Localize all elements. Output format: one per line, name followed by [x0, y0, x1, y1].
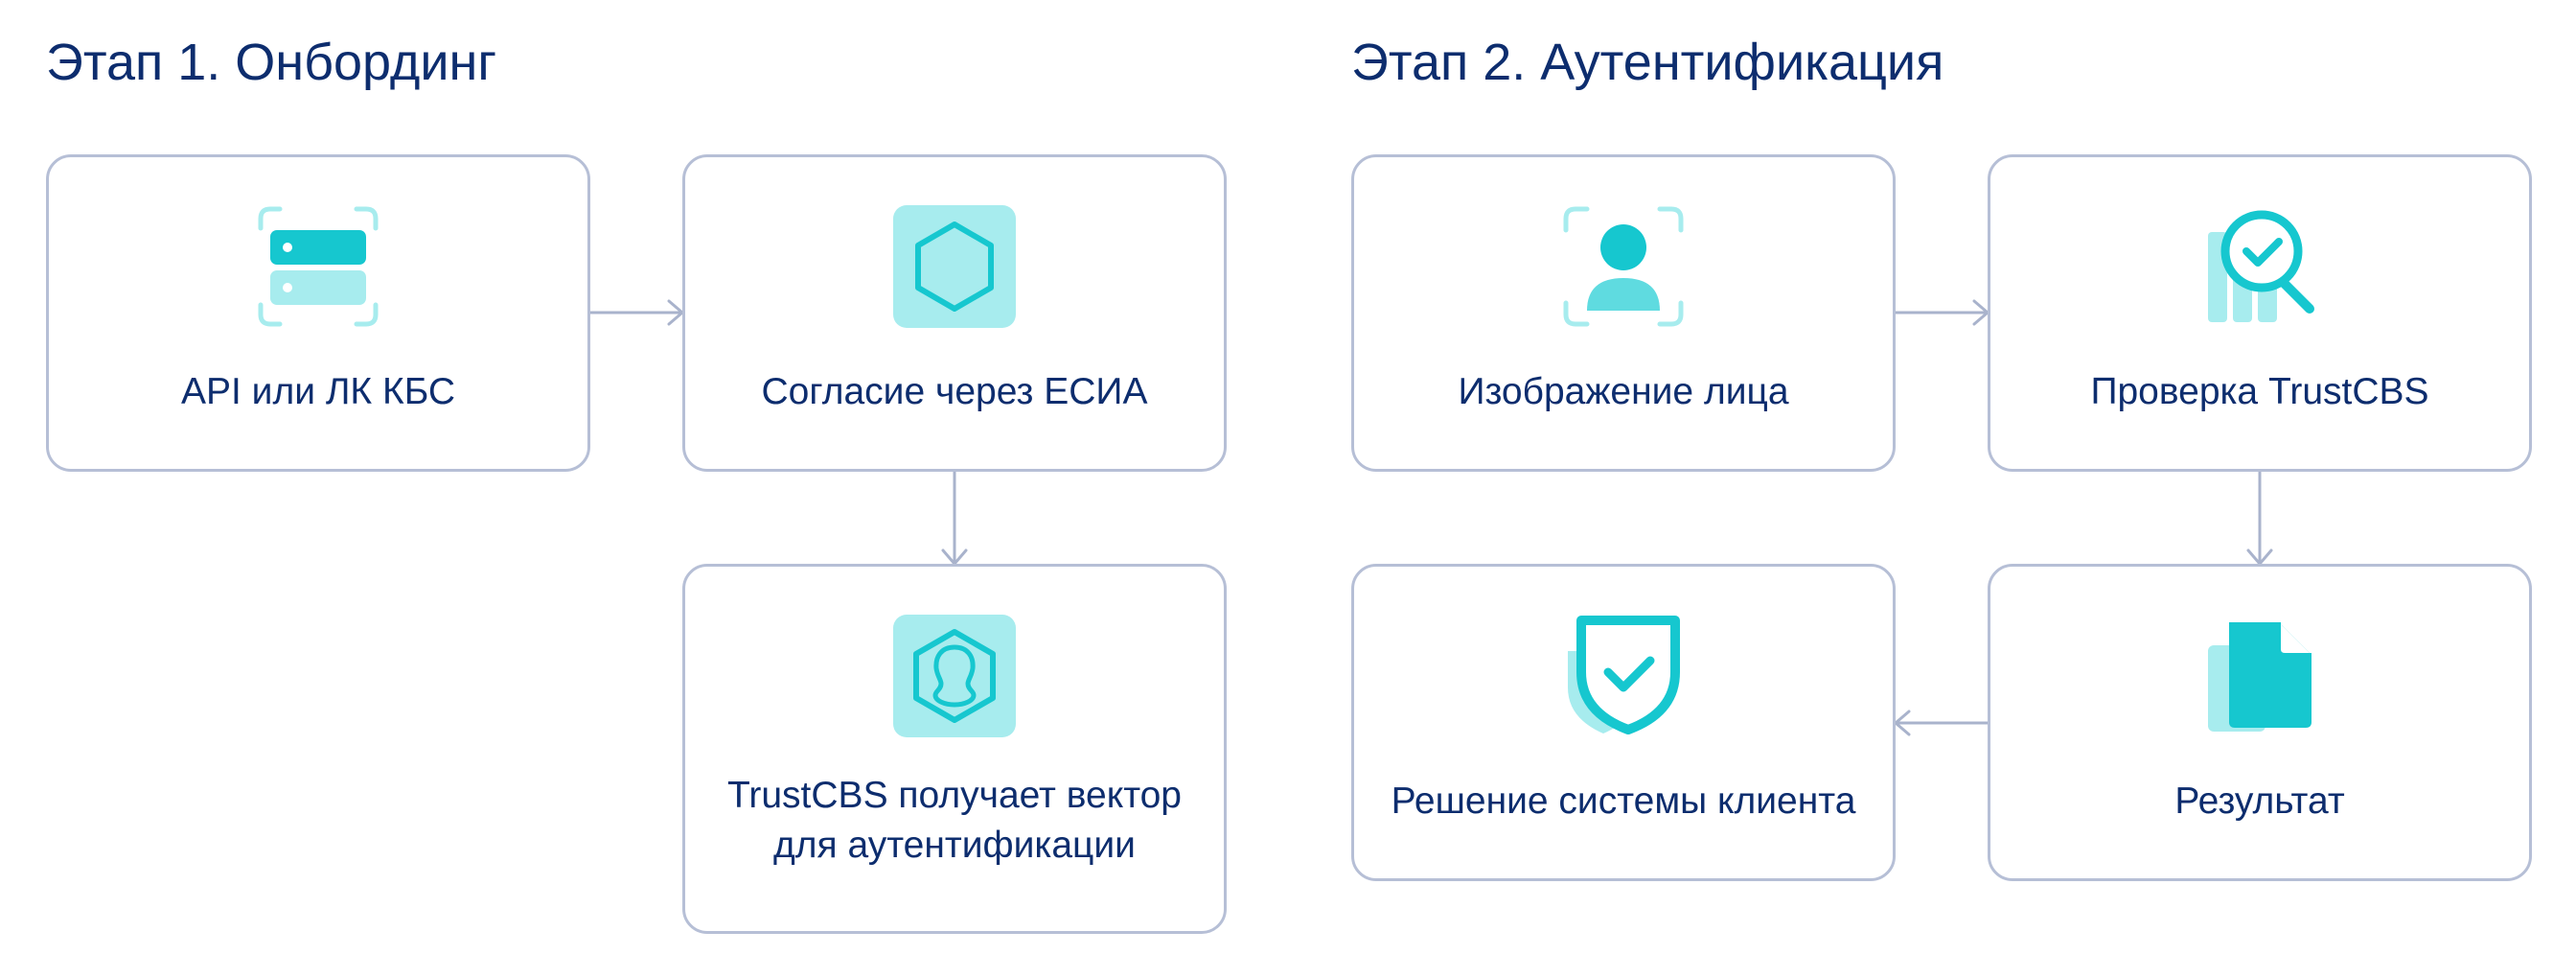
stage-1-title: Этап 1. Онбординг	[46, 34, 497, 91]
server-scan-icon	[255, 203, 381, 330]
step-result-label: Результат	[2174, 780, 2345, 822]
step-decision-box: Решение системы клиента	[1351, 564, 1896, 881]
face-shield-hexagon-icon	[891, 613, 1018, 739]
step-check-label: Проверка TrustCBS	[2090, 371, 2429, 412]
arrow-result-to-decision	[1894, 710, 1990, 736]
step-result-box: Результат	[1988, 564, 2532, 881]
step-decision-label: Решение системы клиента	[1391, 780, 1856, 822]
step-esia-label: Согласие через ЕСИА	[761, 371, 1148, 412]
arrow-esia-to-vector	[941, 470, 968, 566]
arrow-check-to-result	[2246, 470, 2273, 566]
magnifier-check-icon	[2196, 203, 2323, 330]
arrow-api-to-esia	[588, 299, 684, 326]
step-check-box: Проверка TrustCBS	[1988, 154, 2532, 472]
step-api-label: API или ЛК КБС	[180, 371, 456, 412]
stage-2-title: Этап 2. Аутентификация	[1351, 34, 1944, 91]
shield-check-icon	[1560, 613, 1687, 739]
hexagon-icon	[891, 203, 1018, 330]
step-esia-box: Согласие через ЕСИА	[682, 154, 1227, 472]
document-icon	[2196, 613, 2323, 739]
face-scan-icon	[1560, 203, 1687, 330]
step-face-box: Изображение лица	[1351, 154, 1896, 472]
step-api-box: API или ЛК КБС	[46, 154, 590, 472]
step-vector-label: TrustCBS получает вектор для аутентифика…	[727, 775, 1182, 866]
step-face-label: Изображение лица	[1458, 371, 1789, 412]
arrow-face-to-check	[1894, 299, 1990, 326]
step-vector-box: TrustCBS получает вектор для аутентифика…	[682, 564, 1227, 934]
